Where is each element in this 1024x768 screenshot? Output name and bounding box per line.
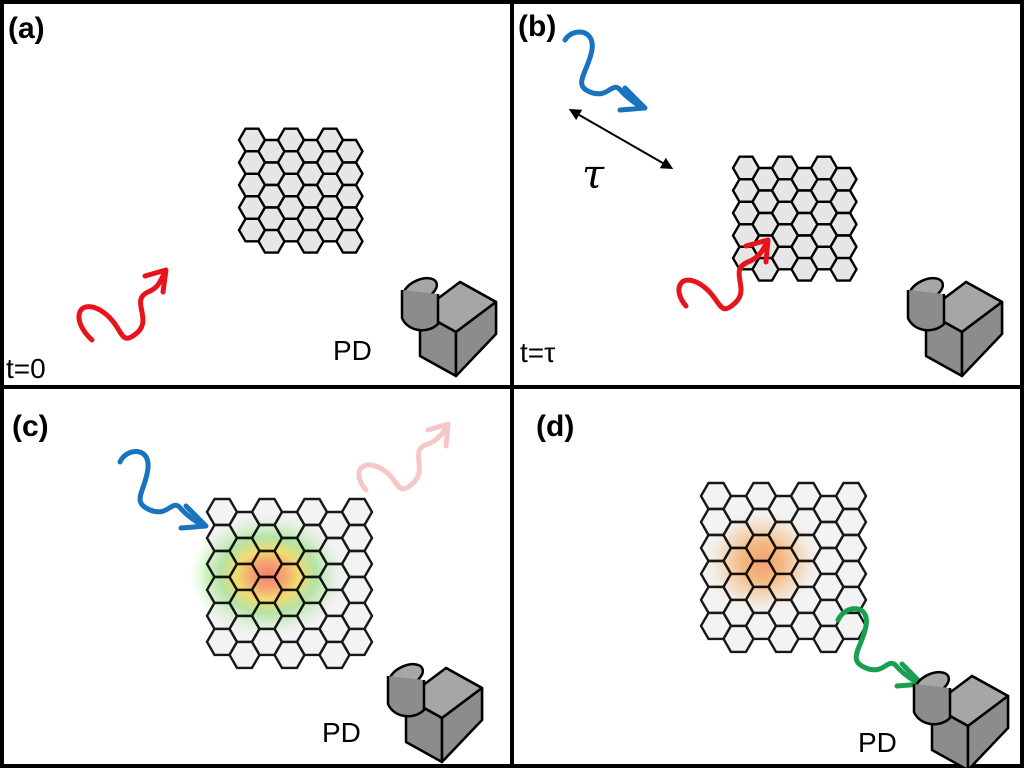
panel-a-label: (a) bbox=[8, 12, 45, 45]
photodetector-camera-icon bbox=[911, 667, 1008, 768]
lattice-cell bbox=[337, 230, 363, 253]
lattice-cell bbox=[831, 236, 857, 259]
lattice-cell bbox=[836, 483, 866, 509]
time-label-tau: t=τ bbox=[520, 337, 555, 368]
lattice-cell bbox=[831, 213, 857, 236]
probe-photon-b bbox=[565, 32, 645, 110]
photon-wave-icon bbox=[359, 428, 446, 490]
pd-label-c: PD bbox=[322, 717, 361, 748]
lattice-cell bbox=[342, 577, 372, 603]
photon-wave-icon bbox=[79, 274, 164, 340]
lattice-cell bbox=[836, 535, 866, 561]
pump-photon-a bbox=[79, 270, 166, 340]
camera-lens-barrel bbox=[908, 290, 944, 330]
lattice-cell bbox=[342, 551, 372, 577]
lattice-cell bbox=[342, 629, 372, 655]
lattice-cell bbox=[836, 509, 866, 535]
panel-b-label: (b) bbox=[518, 10, 556, 43]
lattice-cell bbox=[337, 163, 363, 186]
lattice-cell bbox=[342, 525, 372, 551]
pd-label-d: PD bbox=[858, 727, 897, 758]
faded-pump-photon-c bbox=[359, 424, 448, 490]
hexagonal-lattice-icon bbox=[701, 483, 866, 652]
lattice-cell bbox=[836, 561, 866, 587]
camera-lens-barrel bbox=[388, 676, 424, 716]
panel-c-label: (c) bbox=[12, 410, 49, 443]
lattice-cell bbox=[342, 499, 372, 525]
photodetector-camera-icon bbox=[385, 659, 482, 762]
delay-tau-label: τ bbox=[582, 152, 605, 198]
pd-label-a: PD bbox=[333, 335, 372, 366]
probe-photon-c bbox=[120, 451, 206, 528]
photodetector-camera-icon bbox=[905, 273, 1002, 376]
hexagonal-lattice-icon bbox=[207, 499, 372, 668]
photodetector-camera-icon bbox=[399, 273, 496, 376]
lattice-cell bbox=[342, 603, 372, 629]
panel-d-label: (d) bbox=[536, 410, 574, 443]
lattice-cell bbox=[337, 185, 363, 208]
lattice-cell bbox=[337, 140, 363, 163]
lattice-cell bbox=[831, 258, 857, 281]
camera-lens-barrel bbox=[914, 684, 950, 724]
lattice-cell bbox=[831, 168, 857, 191]
lattice-cell bbox=[337, 208, 363, 231]
lattice-cell bbox=[831, 191, 857, 214]
time-label-t0: t=0 bbox=[6, 353, 46, 384]
hexagonal-lattice-icon bbox=[239, 129, 363, 253]
camera-lens-barrel bbox=[402, 290, 438, 330]
